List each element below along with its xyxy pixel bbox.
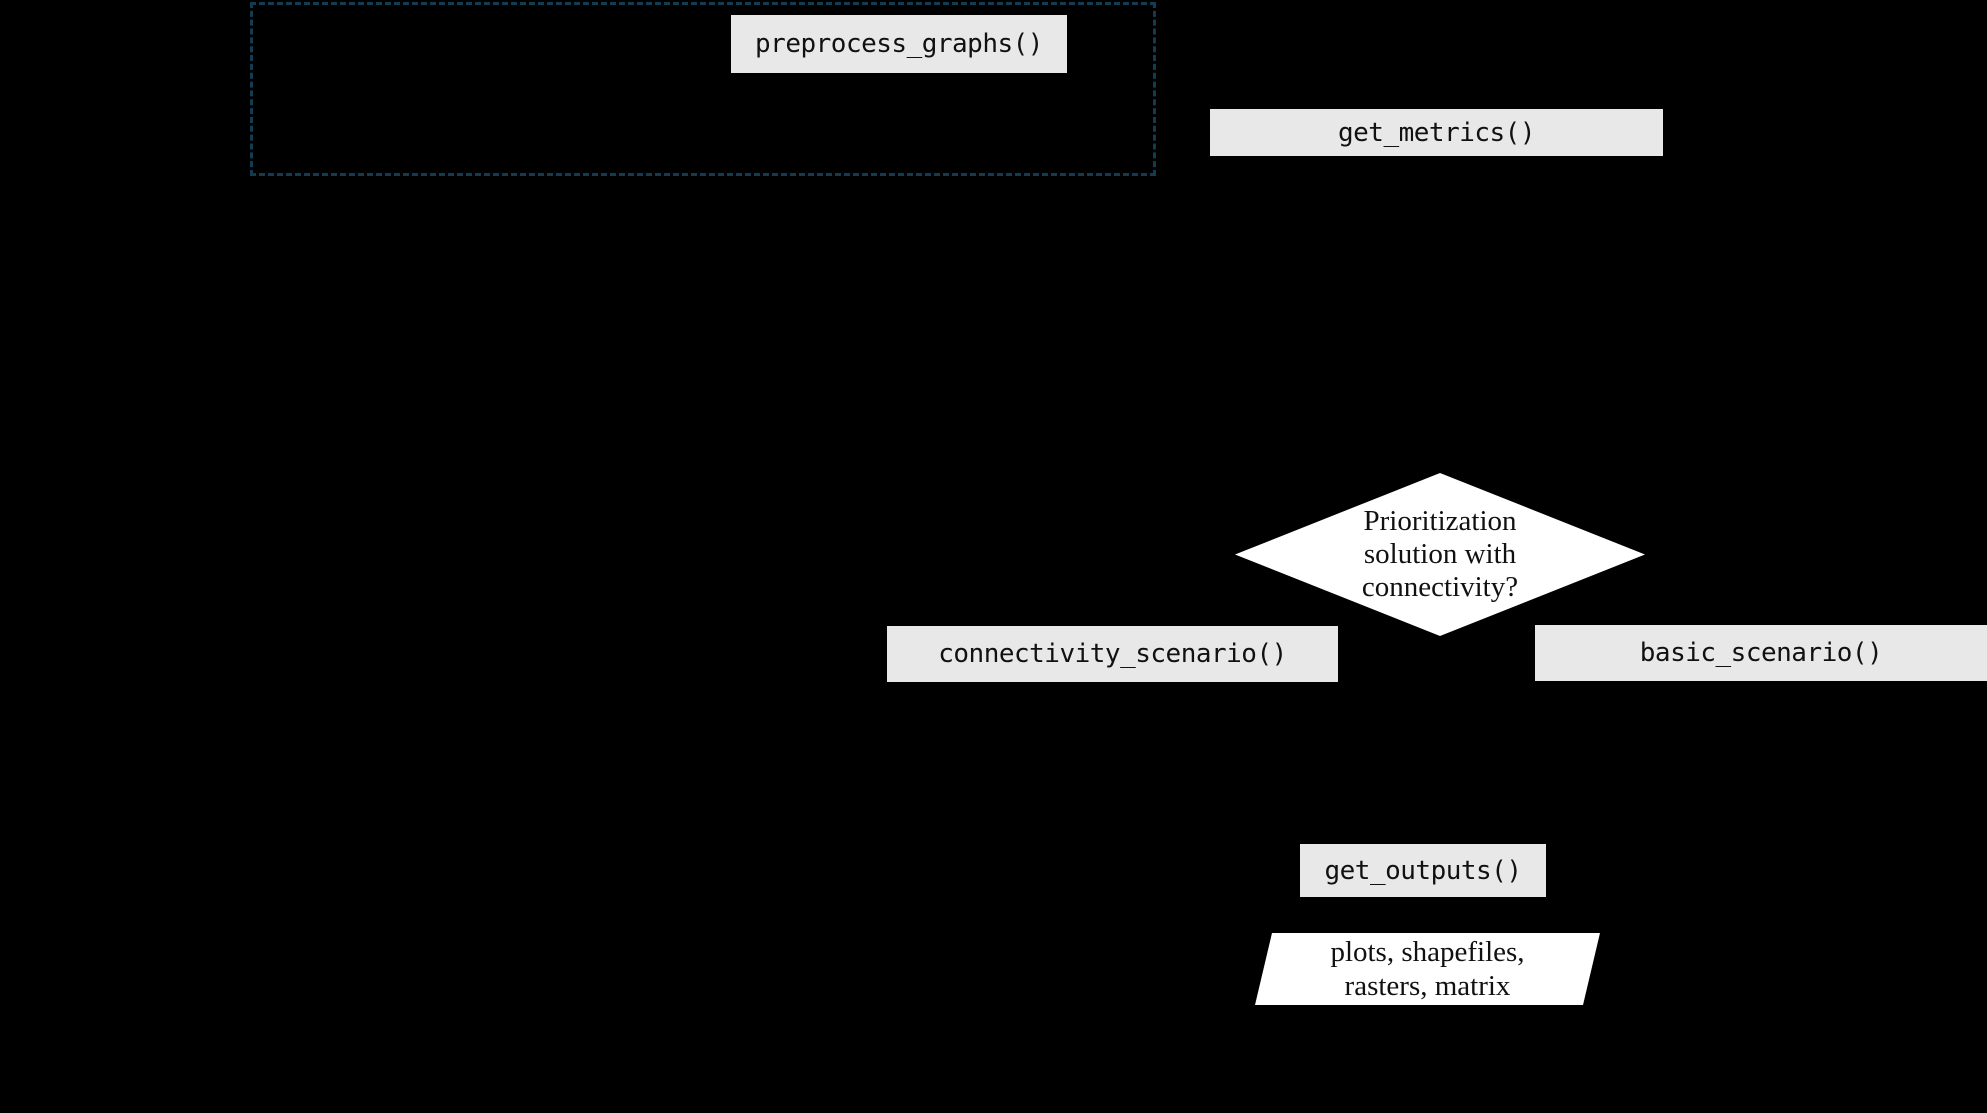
preprocess-graphs-node: preprocess_graphs(): [731, 15, 1067, 73]
preprocess-graphs-label: preprocess_graphs(): [755, 29, 1043, 59]
get-outputs-label: get_outputs(): [1324, 855, 1523, 886]
outputs-line-2: rasters, matrix: [1344, 970, 1511, 1002]
basic-scenario-label: basic_scenario(): [1639, 638, 1883, 668]
decision-line-2: solution with: [1363, 538, 1517, 570]
preprocess-dashed-container: [250, 2, 1156, 176]
decision-line-1: Prioritization: [1363, 505, 1517, 537]
get-metrics-node: get_metrics(): [1210, 109, 1663, 156]
get-outputs-node: get_outputs(): [1300, 844, 1546, 897]
decision-diamond: Prioritization solution with connectivit…: [1235, 473, 1645, 636]
connectivity-scenario-node: connectivity_scenario(): [887, 626, 1338, 682]
basic-scenario-node: basic_scenario(): [1535, 625, 1987, 681]
connectivity-scenario-label: connectivity_scenario(): [938, 639, 1287, 669]
outputs-line-1: plots, shapefiles,: [1330, 936, 1525, 968]
outputs-parallelogram: plots, shapefiles, rasters, matrix: [1255, 933, 1600, 1005]
decision-line-3: connectivity?: [1361, 571, 1519, 603]
get-metrics-label: get_metrics(): [1338, 117, 1536, 148]
